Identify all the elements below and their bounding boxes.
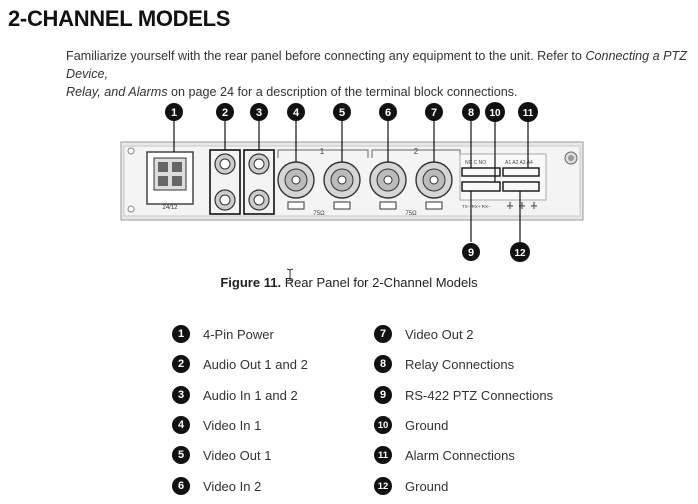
legend-number-badge: 9 [374, 386, 392, 404]
bnc-video-in-1 [277, 161, 315, 210]
legend-number-badge: 4 [172, 416, 190, 434]
legend-label: Audio In 1 and 2 [203, 387, 298, 403]
figure-caption: Figure 11. Rear Panel for 2-Channel Mode… [0, 275, 698, 290]
callout-1: 1 [165, 103, 183, 121]
legend-label: RS-422 PTZ Connections [405, 387, 554, 403]
impedance-label-2: 75Ω [405, 211, 417, 217]
bnc-video-out-2 [415, 161, 453, 210]
svg-text:5: 5 [339, 107, 345, 119]
callout-11: 11 [518, 102, 538, 122]
legend-number-badge: 8 [374, 355, 392, 373]
legend-item: 1 4-Pin Power [172, 325, 274, 343]
relay-terminal-block [461, 167, 501, 177]
legend-label: Alarm Connections [405, 447, 515, 463]
screw-icon [127, 205, 135, 213]
rear-panel-illustration: 24/12 1 2 [120, 102, 584, 262]
legend-label: Audio Out 1 and 2 [203, 356, 308, 372]
legend-number-badge: 2 [172, 355, 190, 373]
legend-number-badge: 10 [374, 416, 392, 434]
legend-label: Video In 2 [203, 478, 262, 494]
legend-item: 10 Ground [374, 416, 448, 434]
svg-text:1: 1 [171, 107, 177, 119]
callout-8: 8 [462, 103, 480, 121]
intro-link-italic-1: Connecting a PTZ Device, [66, 49, 687, 81]
legend-label: Ground [405, 478, 449, 494]
channel-1-label: 1 [320, 147, 325, 156]
callout-9: 9 [462, 243, 480, 261]
relay-terminal-label: NC C NO [465, 160, 486, 166]
legend-number-badge: 6 [172, 477, 190, 495]
bnc-video-in-2 [369, 161, 407, 210]
intro-paragraph: Familiarize yourself with the rear panel… [66, 47, 696, 101]
text-cursor-icon [286, 268, 294, 282]
bnc-video-out-1 [323, 161, 361, 210]
ptz-terminal-label: TX− RX+ RX− [462, 204, 491, 209]
legend-label: Ground [405, 417, 449, 433]
legend-number-badge: 12 [374, 477, 392, 495]
section-heading: 2-CHANNEL MODELS [8, 6, 231, 31]
legend-item: 2 Audio Out 1 and 2 [172, 355, 308, 373]
svg-text:8: 8 [468, 107, 474, 119]
ground-symbol-icon [507, 202, 513, 209]
legend-item: 5 Video Out 1 [172, 446, 271, 464]
svg-text:3: 3 [256, 107, 262, 119]
screw-icon [127, 147, 135, 155]
svg-text:9: 9 [468, 247, 474, 259]
legend-number-badge: 7 [374, 325, 392, 343]
ptz-terminal-block [461, 181, 501, 192]
legend-label: 4-Pin Power [203, 326, 274, 342]
intro-link-italic-2: Relay, and Alarms [66, 85, 168, 99]
impedance-label-1: 75Ω [313, 211, 325, 217]
legend-item: 11 Alarm Connections [374, 446, 515, 464]
alarm-terminal-label: A1 A2 A3 A4 [505, 160, 533, 166]
legend-item: 3 Audio In 1 and 2 [172, 386, 298, 404]
callout-7: 7 [425, 103, 443, 121]
legend-label: Relay Connections [405, 356, 515, 372]
svg-text:10: 10 [489, 108, 501, 119]
svg-text:12: 12 [514, 248, 526, 259]
callout-5: 5 [333, 103, 351, 121]
svg-text:7: 7 [431, 107, 437, 119]
power-rating-label: 24/12 [162, 205, 178, 211]
svg-text:11: 11 [523, 108, 534, 119]
legend-item: 7 Video Out 2 [374, 325, 473, 343]
legend-number-badge: 1 [172, 325, 190, 343]
alarm-terminal-block [502, 167, 540, 177]
figure-caption-text: Rear Panel for 2-Channel Models [284, 275, 478, 290]
svg-text:2: 2 [222, 107, 228, 119]
legend-item: 8 Relay Connections [374, 355, 514, 373]
callout-3: 3 [250, 103, 268, 121]
legend-item: 9 RS-422 PTZ Connections [374, 386, 553, 404]
ground-symbol-icon [531, 202, 537, 209]
figure-caption-number: Figure 11. [220, 275, 282, 290]
legend-item: 4 Video In 1 [172, 416, 261, 434]
intro-text-2: on page 24 for a description of the term… [167, 85, 518, 99]
legend-label: Video Out 1 [203, 447, 272, 463]
legend-item: 6 Video In 2 [172, 477, 261, 495]
rear-panel-figure: 24/12 1 2 [0, 96, 698, 266]
callout-10: 10 [485, 102, 505, 122]
channel-2-label: 2 [414, 147, 419, 156]
legend-label: Video In 1 [203, 417, 262, 433]
callout-12: 12 [510, 242, 530, 262]
callout-4: 4 [287, 103, 305, 121]
legend-number-badge: 5 [172, 446, 190, 464]
svg-text:6: 6 [385, 107, 391, 119]
intro-text-1: Familiarize yourself with the rear panel… [66, 49, 586, 63]
legend-number-badge: 3 [172, 386, 190, 404]
ground-terminal-block [502, 181, 540, 192]
legend-item: 12 Ground [374, 477, 448, 495]
legend-label: Video Out 2 [405, 326, 474, 342]
legend-number-badge: 11 [374, 446, 392, 464]
callout-6: 6 [379, 103, 397, 121]
svg-text:4: 4 [293, 107, 300, 119]
callout-2: 2 [216, 103, 234, 121]
